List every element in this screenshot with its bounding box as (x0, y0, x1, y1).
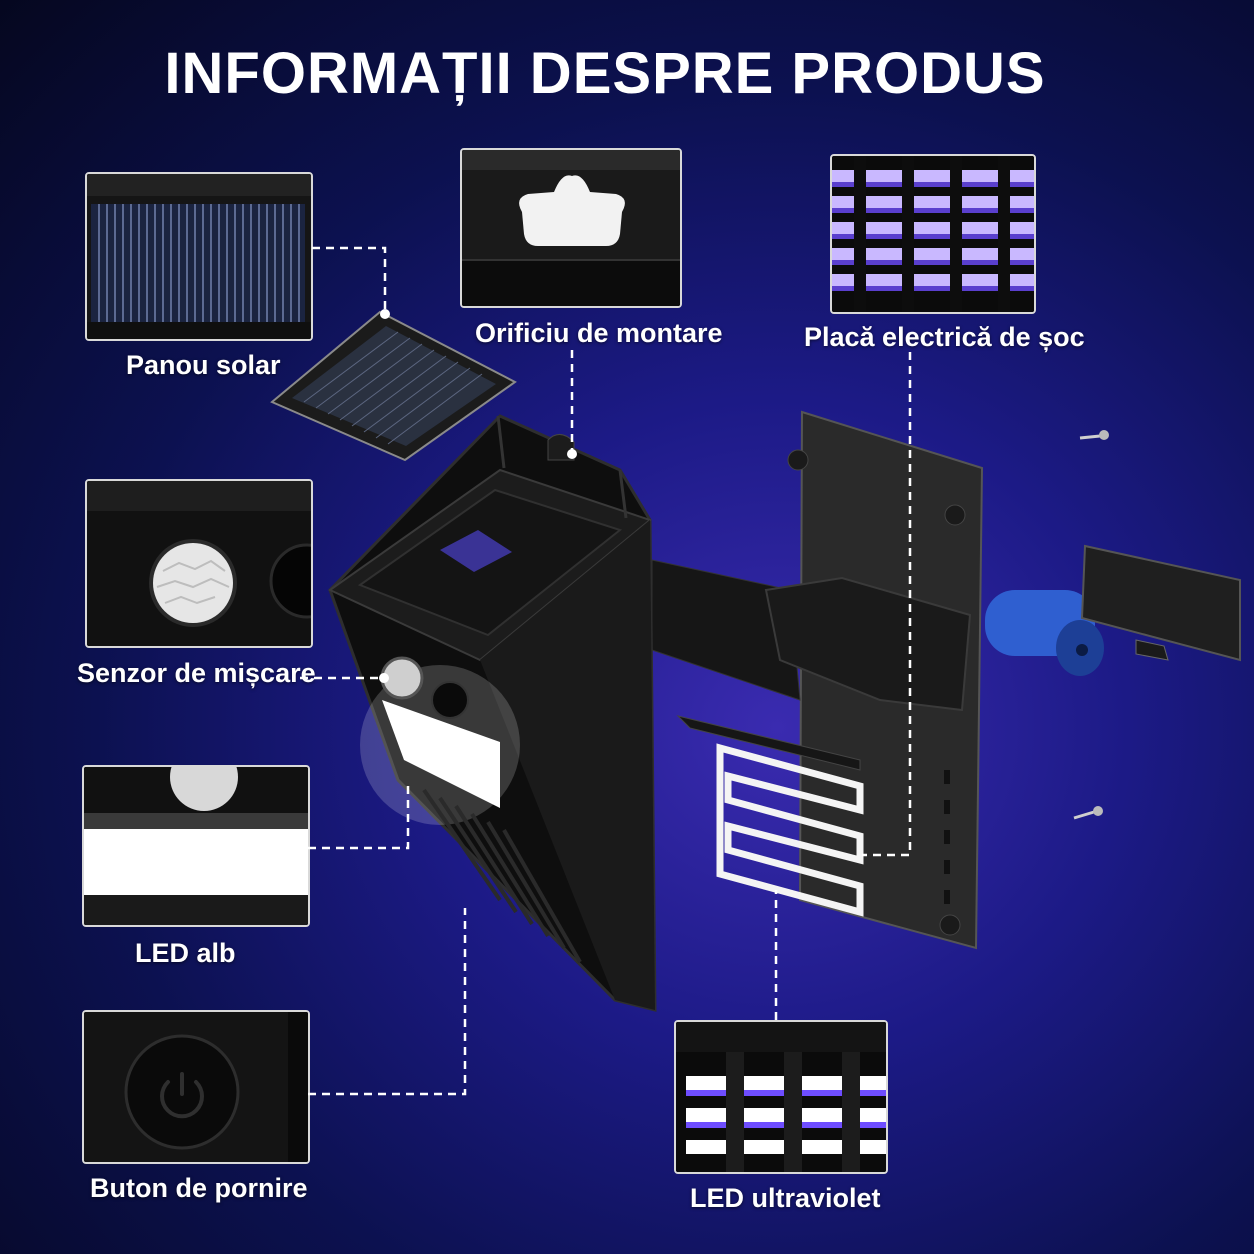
mounting-hole-icon (462, 150, 680, 306)
light-housing (328, 414, 657, 1012)
label-power-button: Buton de pornire (90, 1173, 308, 1203)
label-solar-panel: Panou solar (126, 350, 281, 380)
screw-top (1079, 430, 1109, 440)
power-button-card (82, 1010, 310, 1164)
label-mounting-hole: Orificiu de montare (475, 318, 723, 348)
motion-sensor-card (85, 479, 313, 648)
power-icon (84, 1012, 308, 1162)
screw-bottom (1073, 806, 1103, 820)
uv-led-icon (676, 1022, 886, 1172)
label-motion-sensor: Senzor de mișcare (77, 658, 316, 688)
page-title: INFORMAȚII DESPRE PRODUS (164, 41, 1046, 106)
solar-panel-part (270, 310, 517, 462)
pir-sensor-icon (87, 481, 311, 646)
label-white-led: LED alb (135, 938, 236, 968)
label-shock-plate: Placă electrică de șoc (804, 322, 1085, 352)
mounting-hole-card (460, 148, 682, 308)
shock-grid (716, 743, 864, 917)
callout-lines (300, 246, 912, 1096)
label-uv-led: LED ultraviolet (690, 1183, 881, 1213)
led-strip-icon (84, 767, 308, 925)
solar-panel-icon (87, 174, 311, 339)
white-led-card (82, 765, 310, 927)
shock-plate-card (830, 154, 1036, 314)
battery (985, 590, 1104, 676)
uv-grid-icon (832, 156, 1034, 312)
solar-panel-card (85, 172, 313, 341)
uv-led-card (674, 1020, 888, 1174)
